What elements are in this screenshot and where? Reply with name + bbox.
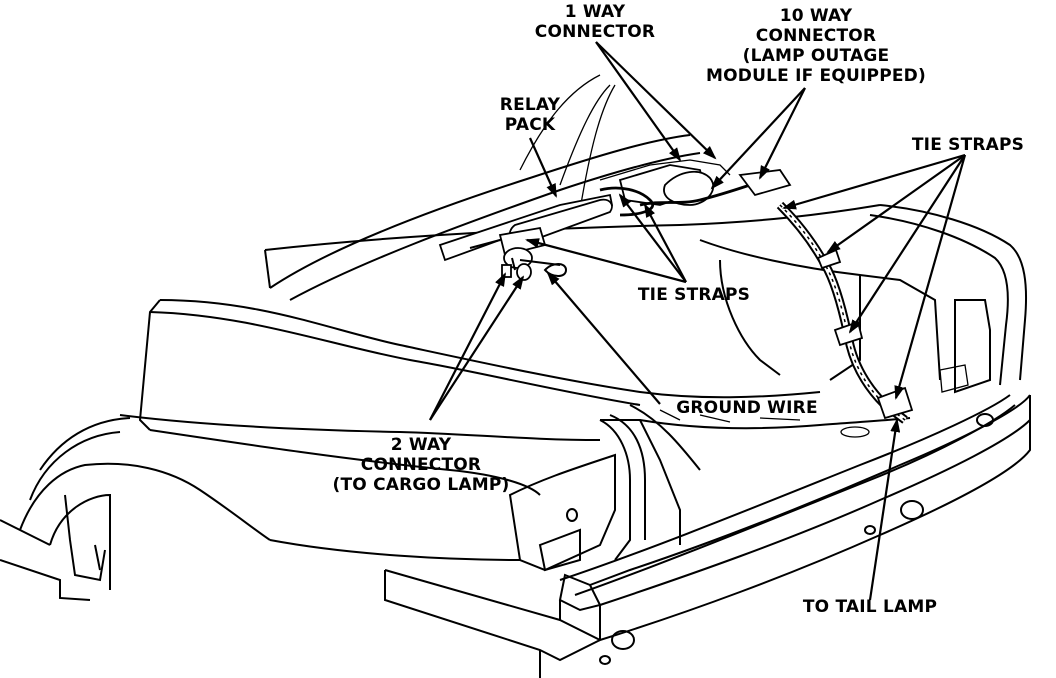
label-ten-way-connector: 10 WAY CONNECTOR (LAMP OUTAGE MODULE IF …: [706, 6, 926, 86]
label-one-way-connector: 1 WAY CONNECTOR: [534, 2, 656, 42]
rear-window: [269, 74, 701, 301]
left-quarter-panel: [0, 414, 601, 601]
relay-pack-assembly: [438, 159, 792, 281]
label-to-tail-lamp: TO TAIL LAMP: [802, 597, 938, 617]
label-two-way-connector: 2 WAY CONNECTOR (TO CARGO LAMP): [332, 435, 510, 495]
tail-lamp-harness: [776, 201, 914, 424]
leader-arrows: [429, 41, 967, 601]
label-tie-straps-center: TIE STRAPS: [637, 285, 751, 305]
label-ground-wire: GROUND WIRE: [676, 398, 818, 418]
label-tie-straps-right: TIE STRAPS: [911, 135, 1025, 155]
label-relay-pack: RELAY PACK: [499, 95, 561, 135]
trunk-sill: [559, 394, 1016, 596]
